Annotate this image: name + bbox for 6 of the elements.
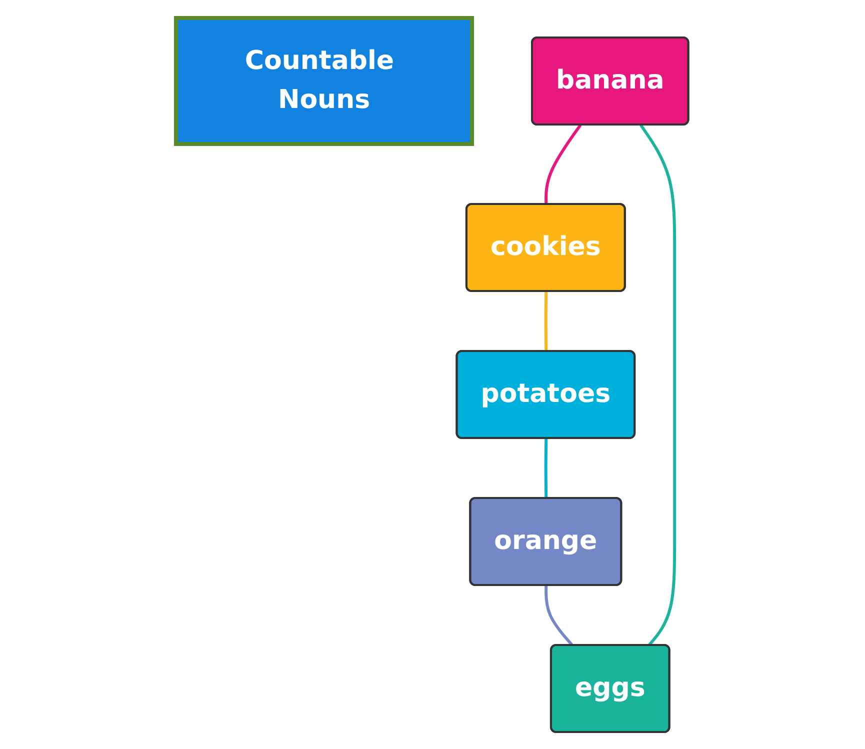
connector bbox=[544, 584, 574, 646]
node-box: Countable Nouns bbox=[174, 16, 474, 146]
connector bbox=[544, 438, 548, 498]
connector bbox=[640, 124, 676, 646]
connector bbox=[544, 124, 582, 204]
connector bbox=[544, 290, 548, 352]
